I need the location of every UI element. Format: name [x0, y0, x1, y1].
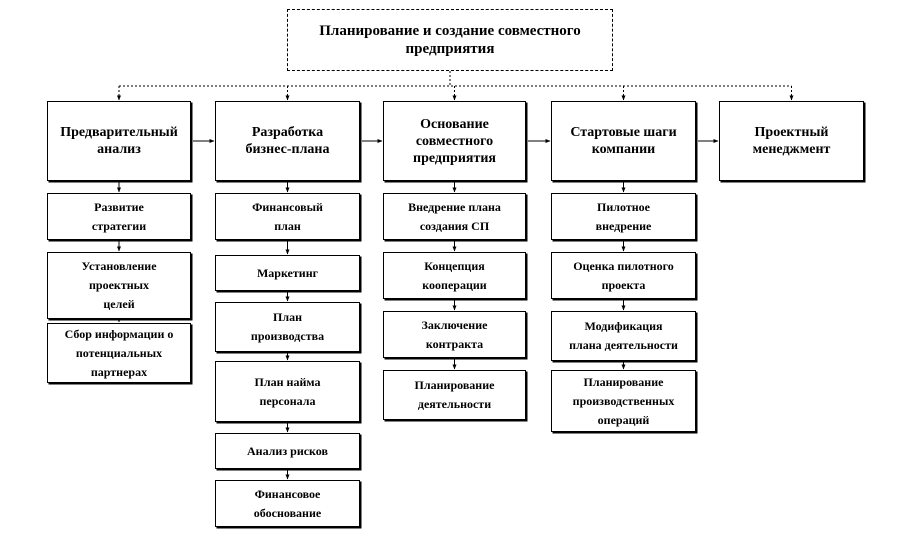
diagram-title: Планирование и создание совместного пред… [319, 23, 581, 57]
step-label: Маркетинг [256, 265, 319, 280]
stage-box-5: Проектный менеджмент [719, 101, 864, 181]
stage-box-4: Стартовые шаги компании [551, 101, 696, 181]
step-box-заключение-контракта: Заключение контракта [383, 311, 526, 358]
step-label: Модификация плана деятельности [569, 319, 678, 352]
stage-box-1: Предварительный анализ [47, 101, 191, 181]
step-label: Установление проектных целей [81, 259, 157, 311]
step-box-план-найма-персонала: План найма персонала [215, 361, 360, 422]
step-box-внедрение-плана-создания-сп: Внедрение плана создания СП [383, 193, 526, 240]
step-label: Заключение контракта [421, 317, 488, 351]
step-label: Планирование деятельности [414, 378, 495, 411]
step-box-сбор-информации-о-потенциальных-партнерах: Сбор информации о потенциальных партнера… [47, 323, 191, 383]
step-label: Пилотное внедрение [595, 199, 652, 233]
step-box-планирование-производственных-операций: Планирование производственных операций [551, 370, 696, 432]
step-box-модификация-плана-деятельности: Модификация плана деятельности [551, 311, 696, 361]
step-label: План найма персонала [254, 374, 321, 408]
step-box-оценка-пилотного-проекта: Оценка пилотного проекта [551, 252, 696, 299]
stage-heading: Разработка бизнес-плана [245, 125, 330, 157]
step-label: Финансовый план [252, 199, 323, 233]
step-label: Развитие стратегии [91, 199, 147, 233]
step-box-концепция-кооперации: Концепция кооперации [383, 252, 526, 299]
stage-heading: Основание совместного предприятия [413, 116, 496, 166]
step-box-маркетинг: Маркетинг [215, 255, 360, 291]
stage-heading: Проектный менеджмент [752, 125, 831, 157]
step-box-установление-проектных-целей: Установление проектных целей [47, 252, 191, 319]
step-box-пилотное-внедрение: Пилотное внедрение [551, 193, 696, 240]
step-box-финансовый-план: Финансовый план [215, 193, 360, 240]
step-label: Финансовое обоснование [253, 486, 322, 520]
stage-box-2: Разработка бизнес-плана [215, 101, 360, 181]
step-box-анализ-рисков: Анализ рисков [215, 433, 360, 469]
step-box-финансовое-обоснование: Финансовое обоснование [215, 480, 360, 527]
step-label: Концепция кооперации [422, 258, 487, 292]
stage-heading: Стартовые шаги компании [570, 125, 677, 157]
step-box-план-производства: План производства [215, 302, 360, 352]
step-box-планирование-деятельности: Планирование деятельности [383, 370, 526, 420]
step-label: Сбор информации о потенциальных партнера… [64, 326, 174, 379]
stage-heading: Предварительный анализ [60, 125, 178, 157]
step-box-развитие-стратегии: Развитие стратегии [47, 193, 191, 240]
diagram-title-box: Планирование и создание совместного пред… [287, 9, 613, 71]
step-label: Анализ рисков [246, 443, 328, 458]
step-label: Планирование производственных операций [572, 374, 675, 427]
stage-box-3: Основание совместного предприятия [383, 101, 526, 181]
step-label: Оценка пилотного проекта [573, 258, 674, 292]
step-label: План производства [250, 310, 325, 343]
step-label: Внедрение плана создания СП [408, 199, 501, 233]
